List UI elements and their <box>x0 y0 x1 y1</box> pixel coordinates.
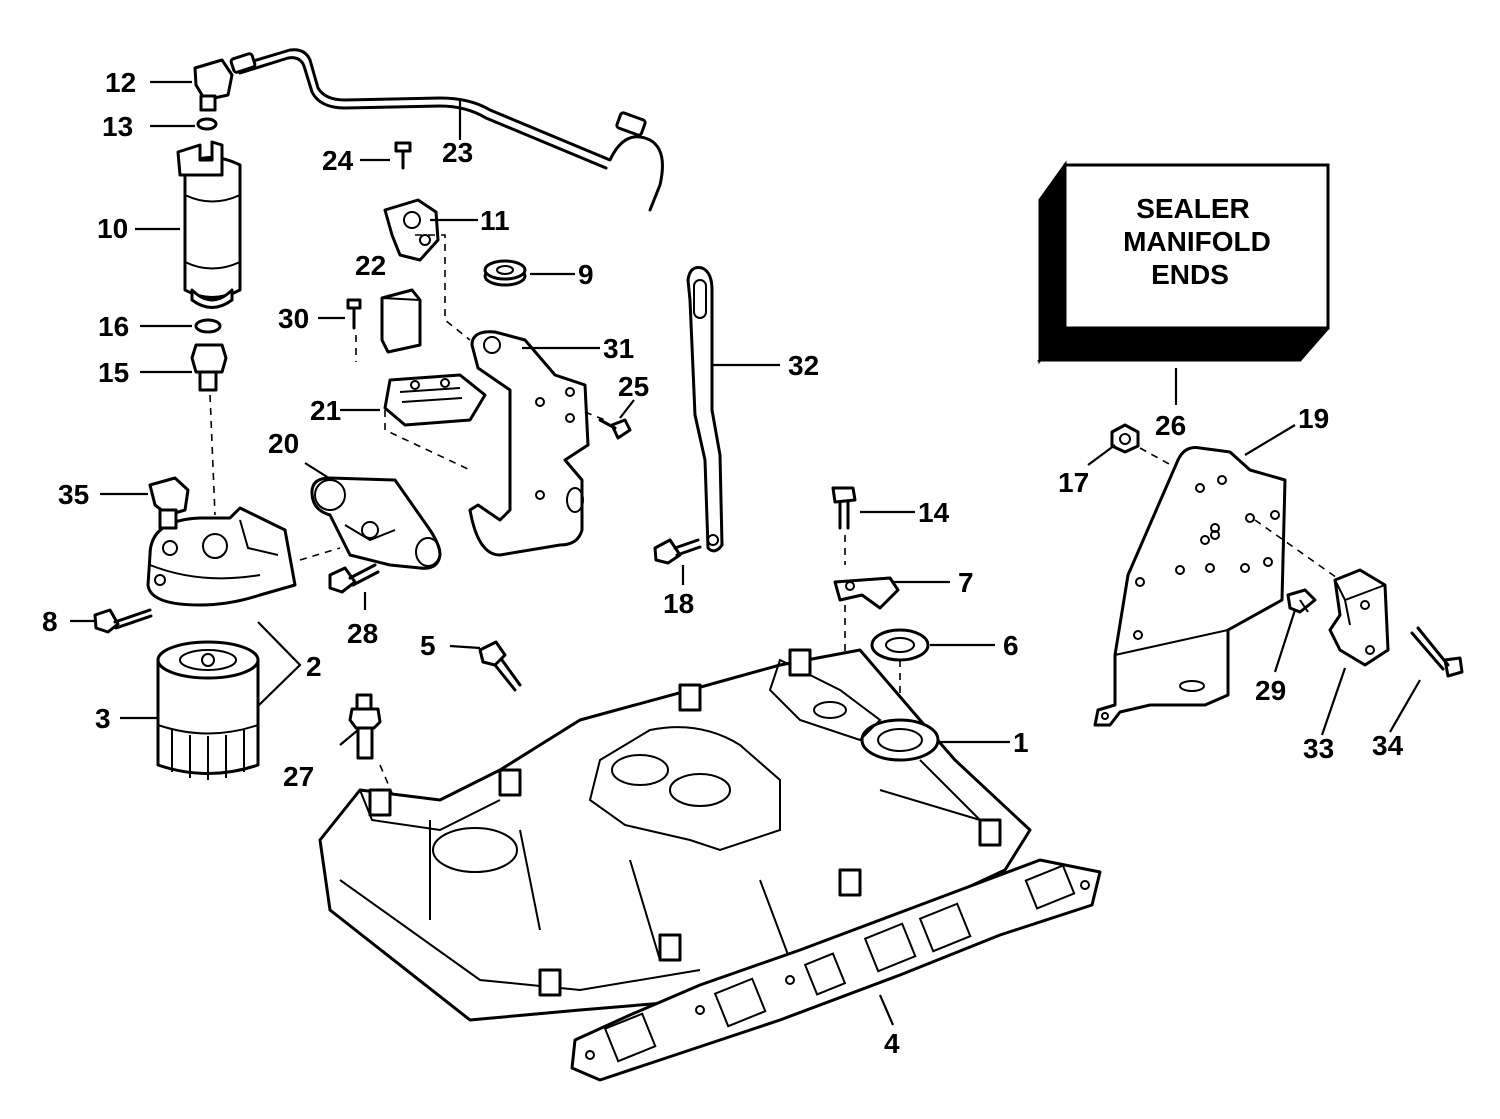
bolt-34 <box>1410 626 1464 678</box>
callout-13: 13 <box>102 111 133 142</box>
callout-11: 11 <box>480 205 510 236</box>
bracket-20 <box>310 476 442 570</box>
callout-24: 24 <box>322 145 354 176</box>
bracket-31 <box>468 330 590 557</box>
block-33 <box>1328 568 1390 667</box>
callout-2: 2 <box>306 651 322 682</box>
callout-26: 26 <box>1155 410 1186 441</box>
callout-18: 18 <box>663 588 694 619</box>
sensor-11 <box>383 198 440 262</box>
grommet-9 <box>483 259 527 287</box>
temp-sender-27 <box>348 693 382 760</box>
screw-25 <box>598 418 632 440</box>
callout-9: 9 <box>578 259 594 290</box>
sealer-box-26: SEALER MANIFOLD ENDS <box>1036 160 1330 365</box>
callout-32: 32 <box>788 350 819 381</box>
bracket-32 <box>686 266 724 553</box>
callout-15: 15 <box>98 357 129 388</box>
callout-4: 4 <box>884 1028 900 1059</box>
callout-25: 25 <box>618 371 649 402</box>
callout-6: 6 <box>1003 630 1019 661</box>
callout-19: 19 <box>1298 403 1329 434</box>
clip-7 <box>833 576 900 610</box>
callout-27: 27 <box>283 761 314 792</box>
sealer-box-line1: SEALER <box>1136 193 1250 224</box>
bolt-8 <box>93 608 153 634</box>
sealer-box-line2: MANIFOLD <box>1123 226 1271 257</box>
callout-33: 33 <box>1303 733 1334 764</box>
fuel-line <box>229 48 664 212</box>
bolt-14 <box>831 486 857 530</box>
callout-8: 8 <box>42 606 58 637</box>
bracket-19 <box>1093 446 1287 727</box>
module-21 <box>383 373 487 427</box>
callout-30: 30 <box>278 303 309 334</box>
callout-3: 3 <box>95 703 111 734</box>
bolt-30 <box>346 298 362 330</box>
bolt-24 <box>394 141 412 170</box>
callout-17: 17 <box>1058 467 1089 498</box>
callout-23: 23 <box>442 137 473 168</box>
callout-10: 10 <box>97 213 128 244</box>
elbow-fitting-12 <box>193 58 234 112</box>
callout-20: 20 <box>268 428 299 459</box>
o-ring-13 <box>196 117 218 131</box>
callouts: 12 13 10 16 15 35 8 2 3 24 23 11 9 22 30… <box>42 67 1404 1059</box>
relay-22 <box>380 288 422 354</box>
washer-6 <box>870 628 930 662</box>
manifold-gasket-4 <box>570 858 1102 1082</box>
bolt-5 <box>478 640 522 692</box>
callout-21: 21 <box>310 395 341 426</box>
oil-filter-3 <box>156 640 260 780</box>
spacer-29 <box>1286 588 1317 614</box>
bolt-28 <box>328 563 380 594</box>
bolt-18 <box>653 538 702 565</box>
fuel-pump-10 <box>176 140 242 309</box>
callout-16: 16 <box>98 311 129 342</box>
callout-5: 5 <box>420 630 436 661</box>
callout-28: 28 <box>347 618 378 649</box>
callout-34: 34 <box>1372 730 1404 761</box>
callout-7: 7 <box>958 567 974 598</box>
callout-31: 31 <box>603 333 634 364</box>
nut-17 <box>1110 423 1140 454</box>
o-ring-16 <box>194 318 222 334</box>
callout-1: 1 <box>1013 727 1029 758</box>
callout-22: 22 <box>355 250 386 281</box>
leader-lines <box>70 80 1421 1026</box>
fitting-15 <box>190 343 228 392</box>
callout-14: 14 <box>918 497 950 528</box>
intake-manifold-1 <box>318 648 1032 1022</box>
callout-29: 29 <box>1255 675 1286 706</box>
elbow-fitting-35 <box>148 476 190 530</box>
callout-35: 35 <box>58 479 89 510</box>
sealer-box-line3: ENDS <box>1151 259 1229 290</box>
callout-12: 12 <box>105 67 136 98</box>
filter-adapter-2 <box>146 506 297 607</box>
